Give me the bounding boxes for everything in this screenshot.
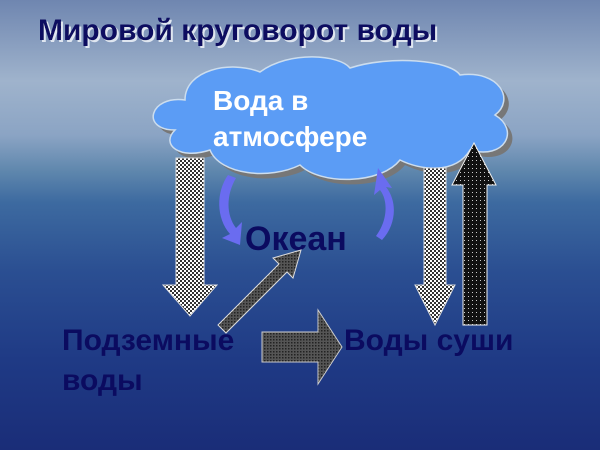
curved-arrow-right-icon	[374, 168, 394, 240]
arrow-down-left-icon	[161, 157, 219, 317]
atmosphere-label-line2: атмосфере	[213, 121, 367, 152]
curved-arrow-left-icon	[219, 175, 242, 245]
groundwater-label-line1: Подземные	[62, 324, 234, 357]
atmosphere-label-line1: Вода в	[213, 85, 308, 116]
arrow-down-right-icon	[414, 167, 456, 327]
arrow-diagonal-icon	[217, 249, 302, 334]
arrow-right-icon	[261, 308, 343, 386]
arrow-up-black-icon	[451, 141, 497, 326]
title: Мировой круговорот воды	[38, 14, 437, 47]
land-water-label: Воды суши	[344, 324, 513, 357]
cloud-shape	[152, 56, 513, 185]
groundwater-label-line2: воды	[62, 364, 143, 397]
